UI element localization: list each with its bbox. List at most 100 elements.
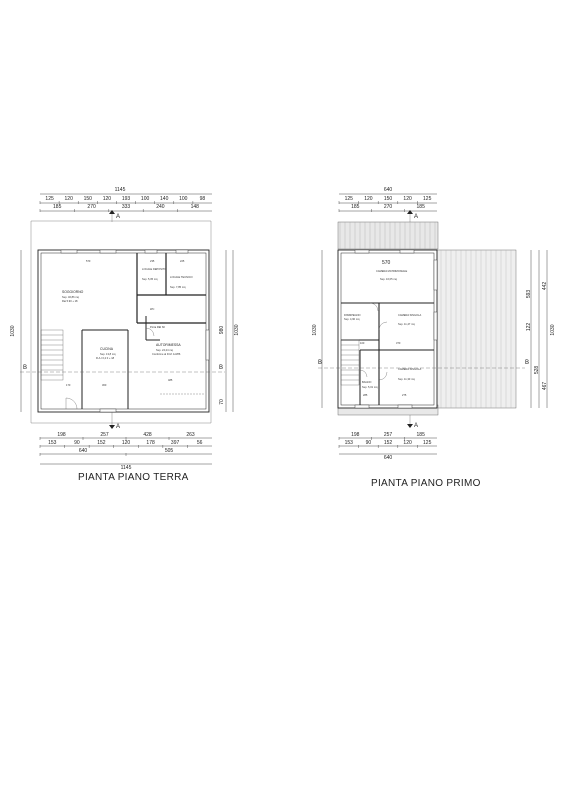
gf-stairs — [40, 329, 64, 381]
ff-inner-dim-4: 285 — [363, 393, 368, 397]
ff-roof-hatch-top — [337, 221, 439, 250]
gf-bottom2-dim-6: 397 — [171, 440, 180, 446]
gf-bottom2-dim-7: 56 — [197, 440, 203, 446]
gf-inner-dim-7: 225 — [180, 259, 185, 263]
gf-inner-dim-5: 300 — [102, 383, 107, 387]
gf-top-dim-1: 125 — [45, 196, 54, 202]
ff-section-a-top: A — [414, 214, 418, 220]
gf-section-a-top: A — [116, 214, 120, 220]
gf-room-deposito-info: Sup. 5,05 mq — [142, 277, 158, 281]
gf-right-small: 70 — [219, 399, 225, 405]
gf-bottom-dim-4: 263 — [186, 432, 195, 438]
gf-top-dim-5: 193 — [122, 196, 131, 202]
ff-right-dim-5: 528 — [534, 366, 540, 375]
ff-bottom-dim-3: 185 — [417, 432, 426, 438]
gf-room-autorimessa: AUTORIMESSA — [156, 343, 181, 347]
gf-top-dim-6: 100 — [141, 196, 150, 202]
ff-right-dim-6: 467 — [542, 382, 548, 391]
ff-room-camera-singola-b-info: Sup. 11,33 mq — [398, 377, 415, 381]
gf-room-cucina-info: Sup. 13,8 mq — [100, 352, 116, 356]
first-floor-title: PIANTA PIANO PRIMO — [371, 478, 481, 489]
ff-inner-dim-1: 570 — [382, 260, 391, 266]
ff-section-b-right: B — [525, 360, 529, 366]
gf-top2-dim-3: 333 — [122, 204, 131, 210]
gf-room-tecnico: LOCALE TECNICO — [170, 275, 193, 279]
gf-bottom-row3: 640 505 — [39, 448, 174, 456]
ff-section-a-bottom: A — [414, 423, 418, 429]
gf-section-a-bottom: A — [116, 424, 120, 430]
ff-left-dim: 1030 — [312, 324, 318, 335]
ff-top2-dim-2: 270 — [384, 204, 393, 210]
gf-room-autorimessa-info: Sup. 24,24 mq — [156, 348, 173, 352]
gf-bottom2-dim-2: 90 — [74, 440, 80, 446]
gf-top2-dim-1: 185 — [53, 204, 62, 210]
ff-bottom-dim-2: 257 — [384, 432, 393, 438]
gf-room-cucina-info2: R.A.I 0,2 0 + 18 — [96, 356, 115, 360]
ff-bottom-total: 640 — [384, 455, 393, 461]
gf-top-dim-8: 100 — [179, 196, 188, 202]
ff-top-dim-2: 120 — [364, 196, 373, 202]
ff-bottom-row2: 153 90 152 120 125 — [338, 440, 432, 448]
ff-room-camera-singola-b: CAMERA SINGOLA — [398, 367, 421, 371]
gf-top2-dim-4: 240 — [156, 204, 165, 210]
ground-floor-title: PIANTA PIANO TERRA — [78, 472, 189, 483]
gf-section-b-right: B — [219, 365, 223, 371]
ff-top-total: 640 — [384, 187, 393, 193]
gf-bottom-dim-2: 257 — [100, 432, 109, 438]
ff-right-dim-1: 593 — [526, 290, 532, 299]
ff-bottom2-dim-2: 90 — [366, 440, 372, 446]
ff-right-dim-4: 1030 — [550, 324, 556, 335]
gf-top2-dim-2: 270 — [87, 204, 96, 210]
gf-room-soggiorno-info2: Rai 5.90 + 18 — [62, 299, 78, 303]
gf-top-dim-7: 140 — [160, 196, 169, 202]
ff-top-row2: 185 270 185 — [338, 204, 426, 212]
ff-top-dim-4: 120 — [403, 196, 412, 202]
gf-inner-dim-8: 235 — [150, 259, 155, 263]
ff-section-b-left: B — [318, 360, 322, 366]
ff-bottom2-dim-4: 120 — [403, 440, 412, 446]
ff-inner-dim-3: 370 — [396, 341, 401, 345]
gf-porta-rei: Porta REI 60 — [150, 325, 165, 329]
ff-stairs — [340, 339, 360, 386]
ff-room-camera-singola-a-info: Sup. 11,47 mq — [398, 322, 415, 326]
ff-top-dim-3: 150 — [384, 196, 393, 202]
ff-bottom2-dim-5: 125 — [423, 440, 432, 446]
ff-bottom2-dim-3: 152 — [384, 440, 393, 446]
gf-left-dim: 1030 — [10, 325, 16, 336]
gf-top-row2: 185 270 333 240 148 — [39, 204, 200, 212]
gf-top-dim-9: 98 — [200, 196, 206, 202]
gf-room-deposito: LOCALE DEPOSITO — [142, 267, 166, 271]
ff-bottom2-dim-1: 153 — [345, 440, 354, 446]
gf-room-autorimessa-info2: Conforme al D.M. 1/2/86 — [152, 352, 181, 356]
ff-room-camera-singola-a: CAMERA SINGOLA — [398, 313, 421, 317]
gf-bottom2-dim-3: 152 — [97, 440, 106, 446]
gf-bottom2-dim-1: 153 — [48, 440, 57, 446]
gf-bottom-dim-1: 198 — [57, 432, 66, 438]
gf-bottom3-dim-2: 505 — [165, 448, 174, 454]
gf-top-dim-2: 120 — [65, 196, 74, 202]
gf-right-dim-2: 1030 — [234, 324, 240, 335]
gf-right-dim-1: 980 — [219, 326, 225, 335]
ff-room-disimpegno: DISIMPEGNO — [344, 313, 361, 317]
ff-inner-dim-2: 100 — [360, 341, 365, 345]
gf-bottom2-dim-4: 120 — [122, 440, 131, 446]
gf-top2-dim-5: 148 — [191, 204, 200, 210]
gf-room-soggiorno: SOGGIORNO — [62, 290, 84, 294]
ff-right-dim-2: 442 — [542, 282, 548, 291]
ff-room-bagno: BAGNO — [362, 380, 371, 384]
gf-top-dim-3: 150 — [84, 196, 93, 202]
gf-bottom2-dim-5: 178 — [146, 440, 155, 446]
ff-room-disimpegno-info: Sup. 4,90 mq — [344, 317, 360, 321]
gf-inner-dim-4: 170 — [66, 383, 71, 387]
gf-room-cucina: CUCINA — [100, 347, 114, 351]
ff-top2-dim-3: 185 — [417, 204, 426, 210]
gf-bottom3-dim-1: 640 — [79, 448, 88, 454]
gf-room-soggiorno-info: Sup. 46,86 mq — [62, 295, 79, 299]
gf-bottom-row2: 153 90 152 120 178 397 56 — [39, 440, 203, 448]
ff-top2-dim-1: 185 — [351, 204, 360, 210]
